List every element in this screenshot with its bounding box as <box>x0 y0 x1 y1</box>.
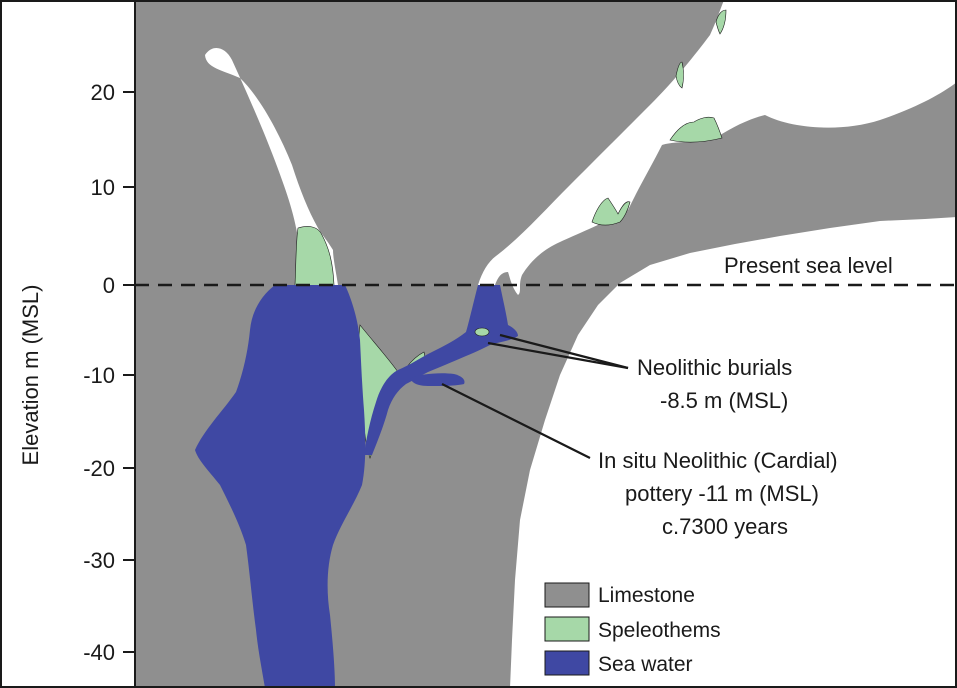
y-tick-label-20: 20 <box>91 80 115 105</box>
burial-label-line2: -8.5 m (MSL) <box>660 388 788 413</box>
legend-swatch-limestone <box>544 582 590 608</box>
pottery-label-line3: c.7300 years <box>662 514 788 539</box>
burial-leader-line-2 <box>487 341 629 370</box>
y-tick-label-neg40: -40 <box>83 640 115 665</box>
legend-label-speleothems: Speleothems <box>598 619 721 642</box>
sea-water-tongue <box>410 373 465 386</box>
sea-level-label: Present sea level <box>724 253 893 278</box>
axis-panel <box>0 0 135 688</box>
speleothem-tip-top <box>715 9 727 35</box>
sea-level-label-bg <box>718 250 957 278</box>
chimney-left <box>205 47 338 285</box>
cave-passage-right <box>510 217 957 688</box>
legend-swatch-speleothems <box>544 616 590 642</box>
burial-label-line1: Neolithic burials <box>637 355 792 380</box>
burial-leader-line-1 <box>499 333 629 370</box>
speleothem-mid-cluster <box>591 197 631 226</box>
legend-label-sea-water: Sea water <box>598 653 693 676</box>
sea-water-connection <box>364 285 518 455</box>
legend-swatch-sea-water <box>544 650 590 676</box>
speleothem-upper-cluster <box>669 116 723 143</box>
sea-water-main <box>195 285 366 688</box>
y-tick-label-neg20: -20 <box>83 456 115 481</box>
y-tick-label-neg10: -10 <box>83 363 115 388</box>
y-axis-ticks: 20 10 0 -10 -20 -30 -40 <box>83 80 135 665</box>
speleothem-small-top <box>675 61 684 89</box>
y-tick-label-neg30: -30 <box>83 548 115 573</box>
y-tick-label-10: 10 <box>91 175 115 200</box>
y-tick-label-0: 0 <box>103 273 115 298</box>
legend-label-limestone: Limestone <box>598 584 695 607</box>
legend: Limestone Speleothems Sea water <box>544 582 721 676</box>
pottery-leader-line <box>441 383 591 459</box>
y-axis-label: Elevation m (MSL) <box>18 285 43 466</box>
burial-pocket <box>474 327 490 337</box>
pottery-label-line1: In situ Neolithic (Cardial) <box>598 448 838 473</box>
pottery-label-line2: pottery -11 m (MSL) <box>625 481 819 506</box>
